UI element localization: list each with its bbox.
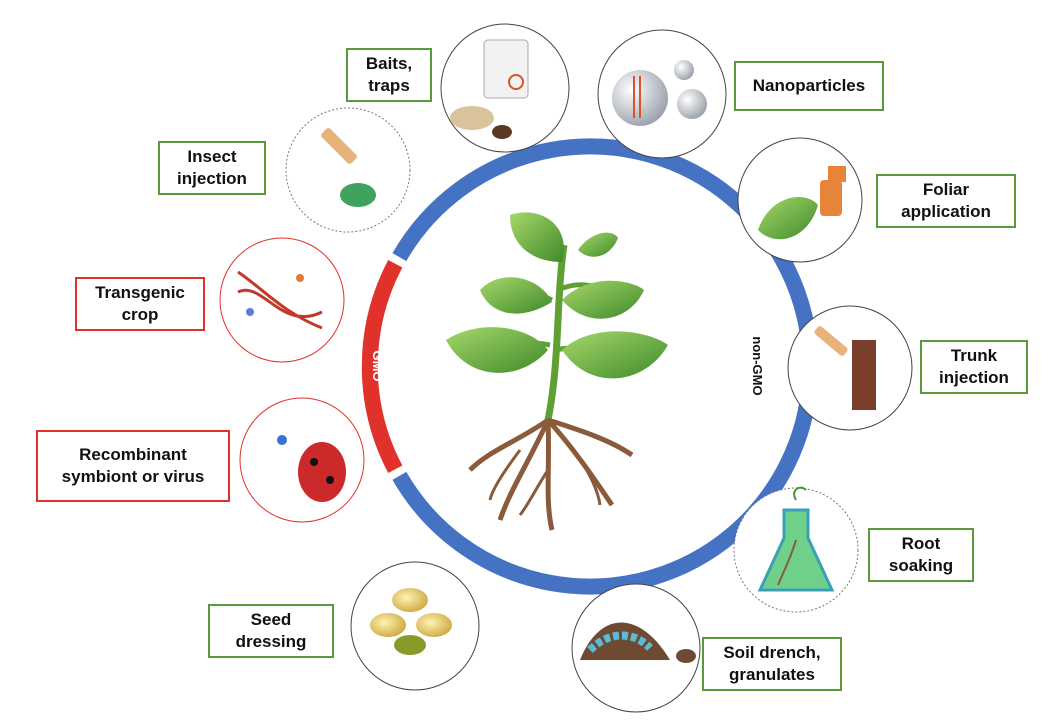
gmo-ring-label: GMO xyxy=(370,350,385,381)
seed-dressing-label: Seed dressing xyxy=(208,604,334,658)
non-gmo-ring-label: non-GMO xyxy=(750,336,765,395)
bait-bag-and-beetle-icon xyxy=(440,23,570,153)
flask-with-seedling-icon xyxy=(733,486,859,613)
seeds-icon xyxy=(350,561,480,691)
nanoparticles-label: Nanoparticles xyxy=(734,61,884,111)
dna-helix-icon xyxy=(219,237,345,363)
trunk-injection-label: Trunk injection xyxy=(920,340,1028,394)
soil-drench-label: Soil drench, granulates xyxy=(702,637,842,691)
transgenic-crop-label: Transgenic crop xyxy=(75,277,205,331)
spray-bottle-and-leaf-icon xyxy=(737,137,863,263)
gmo-arc xyxy=(361,259,403,474)
syringe-and-tree-trunk-icon xyxy=(787,305,913,431)
syringe-and-green-bug-icon xyxy=(285,107,411,233)
soil-with-larva-icon xyxy=(571,583,701,713)
nanoparticle-spheres-icon xyxy=(597,29,727,159)
recombinant-symbiont-label: Recombinant symbiont or virus xyxy=(36,430,230,502)
baits-traps-label: Baits, traps xyxy=(346,48,432,102)
plant-with-roots-icon xyxy=(446,212,668,531)
insect-injection-label: Insect injection xyxy=(158,141,266,195)
ladybug-and-microbes-icon xyxy=(239,397,365,523)
foliar-application-label: Foliar application xyxy=(876,174,1016,228)
root-soaking-label: Root soaking xyxy=(868,528,974,582)
